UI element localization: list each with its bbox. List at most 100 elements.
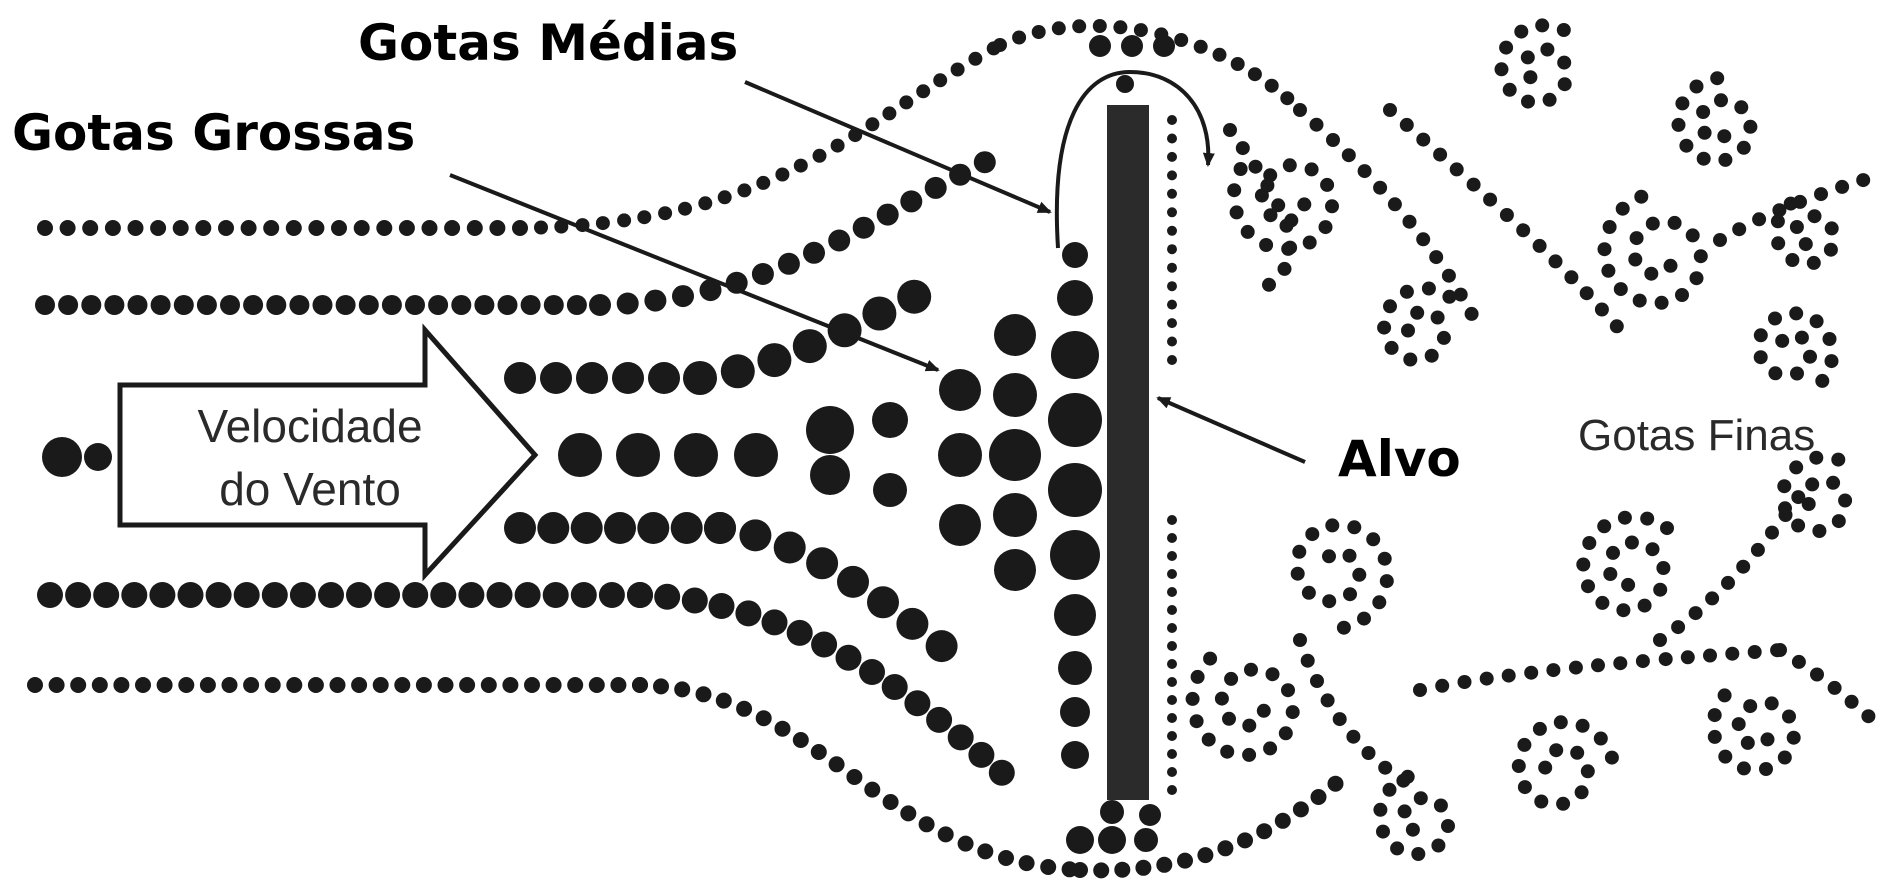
fine-droplet <box>1775 334 1789 348</box>
droplet <box>793 732 809 748</box>
droplet <box>968 742 994 768</box>
droplet <box>374 582 400 608</box>
droplet <box>1040 859 1056 875</box>
droplet <box>900 805 916 821</box>
droplet <box>220 295 240 315</box>
target-label: Alvo <box>1338 430 1461 488</box>
fine-droplet <box>1499 41 1513 55</box>
droplet <box>762 609 788 635</box>
fine-droplet <box>1660 521 1674 535</box>
droplet <box>1328 776 1344 792</box>
coarse-droplet <box>1057 280 1093 316</box>
fine-droplet <box>1708 708 1722 722</box>
droplet <box>671 512 703 544</box>
droplet <box>596 216 610 230</box>
fine-droplet <box>1278 262 1292 276</box>
fine-droplet <box>1167 152 1177 162</box>
droplet <box>737 183 751 197</box>
droplet <box>1098 826 1126 854</box>
coarse-droplet <box>1048 463 1102 517</box>
fine-droplet <box>1523 70 1537 84</box>
droplet <box>977 843 993 859</box>
droplet <box>682 588 708 614</box>
droplet <box>422 220 438 236</box>
fine-droplet <box>1390 841 1404 855</box>
droplet <box>882 106 896 120</box>
fine-droplet <box>1411 847 1425 861</box>
fine-droplet <box>1293 103 1307 117</box>
fine-droplet <box>1431 311 1445 325</box>
droplet <box>128 295 148 315</box>
droplet <box>1121 35 1143 57</box>
droplet <box>382 295 402 315</box>
fine-droplet <box>1279 726 1293 740</box>
fine-droplet <box>1743 120 1757 134</box>
fine-droplet <box>1244 663 1258 677</box>
droplet <box>1217 840 1233 856</box>
droplet <box>558 433 602 477</box>
droplet <box>829 756 845 772</box>
droplet <box>1153 35 1175 57</box>
fine-droplet <box>1435 679 1449 693</box>
fine-droplet <box>1167 695 1177 705</box>
fine-droplet <box>1595 596 1609 610</box>
fine-droplet <box>1815 374 1829 388</box>
fine-droplet <box>1263 168 1277 182</box>
droplet <box>1177 853 1193 869</box>
target-bar <box>1107 105 1149 800</box>
fine-droplet <box>1603 220 1617 234</box>
fine-droplet <box>1467 178 1481 192</box>
droplet <box>289 295 309 315</box>
fine-droplet <box>1224 672 1238 686</box>
droplet <box>1134 828 1158 852</box>
fine-droplet <box>1549 254 1563 268</box>
fine-droplet <box>1785 253 1799 267</box>
droplet <box>318 582 344 608</box>
fine-droplet <box>1400 118 1414 132</box>
fine-droplet <box>1223 123 1237 137</box>
droplet <box>151 295 171 315</box>
fine-droplet <box>1431 839 1445 853</box>
droplet <box>1066 826 1094 854</box>
coarse-droplet <box>1058 651 1092 685</box>
droplet <box>313 295 333 315</box>
fine-droplet <box>1301 654 1315 668</box>
fine-droplet <box>1322 594 1336 608</box>
droplet <box>1116 75 1134 93</box>
droplet <box>331 220 347 236</box>
droplet <box>481 677 497 693</box>
droplet <box>865 117 879 131</box>
fine-droplet <box>1640 512 1654 526</box>
droplet <box>444 220 460 236</box>
droplet <box>846 769 862 785</box>
droplet <box>900 190 922 212</box>
fine-droplet <box>1242 748 1256 762</box>
fine-droplet <box>1789 306 1803 320</box>
fine-droplet <box>1167 515 1177 525</box>
fine-droplet <box>1500 208 1514 222</box>
fine-droplet <box>1564 270 1578 284</box>
droplet <box>589 677 605 693</box>
droplet <box>1275 813 1291 829</box>
droplet <box>1113 20 1127 34</box>
droplet <box>998 850 1014 866</box>
droplet <box>543 582 569 608</box>
fine-droplet <box>1167 767 1177 777</box>
fine-droplet <box>1741 736 1755 750</box>
droplet <box>756 710 772 726</box>
droplet <box>864 782 880 798</box>
droplet <box>157 677 173 693</box>
coarse-droplet <box>1054 594 1096 636</box>
fine-droplet <box>1679 139 1693 153</box>
fine-droplet <box>1575 785 1589 799</box>
fine-droplet <box>1535 18 1549 32</box>
coarse-droplet <box>993 493 1037 537</box>
droplet <box>974 151 996 173</box>
droplet <box>428 295 448 315</box>
fine-droplet <box>1167 605 1177 615</box>
droplet <box>571 582 597 608</box>
fine-droplet <box>1633 294 1647 308</box>
fine-droplet <box>1227 183 1241 197</box>
droplet <box>916 84 930 98</box>
droplet <box>534 221 548 235</box>
